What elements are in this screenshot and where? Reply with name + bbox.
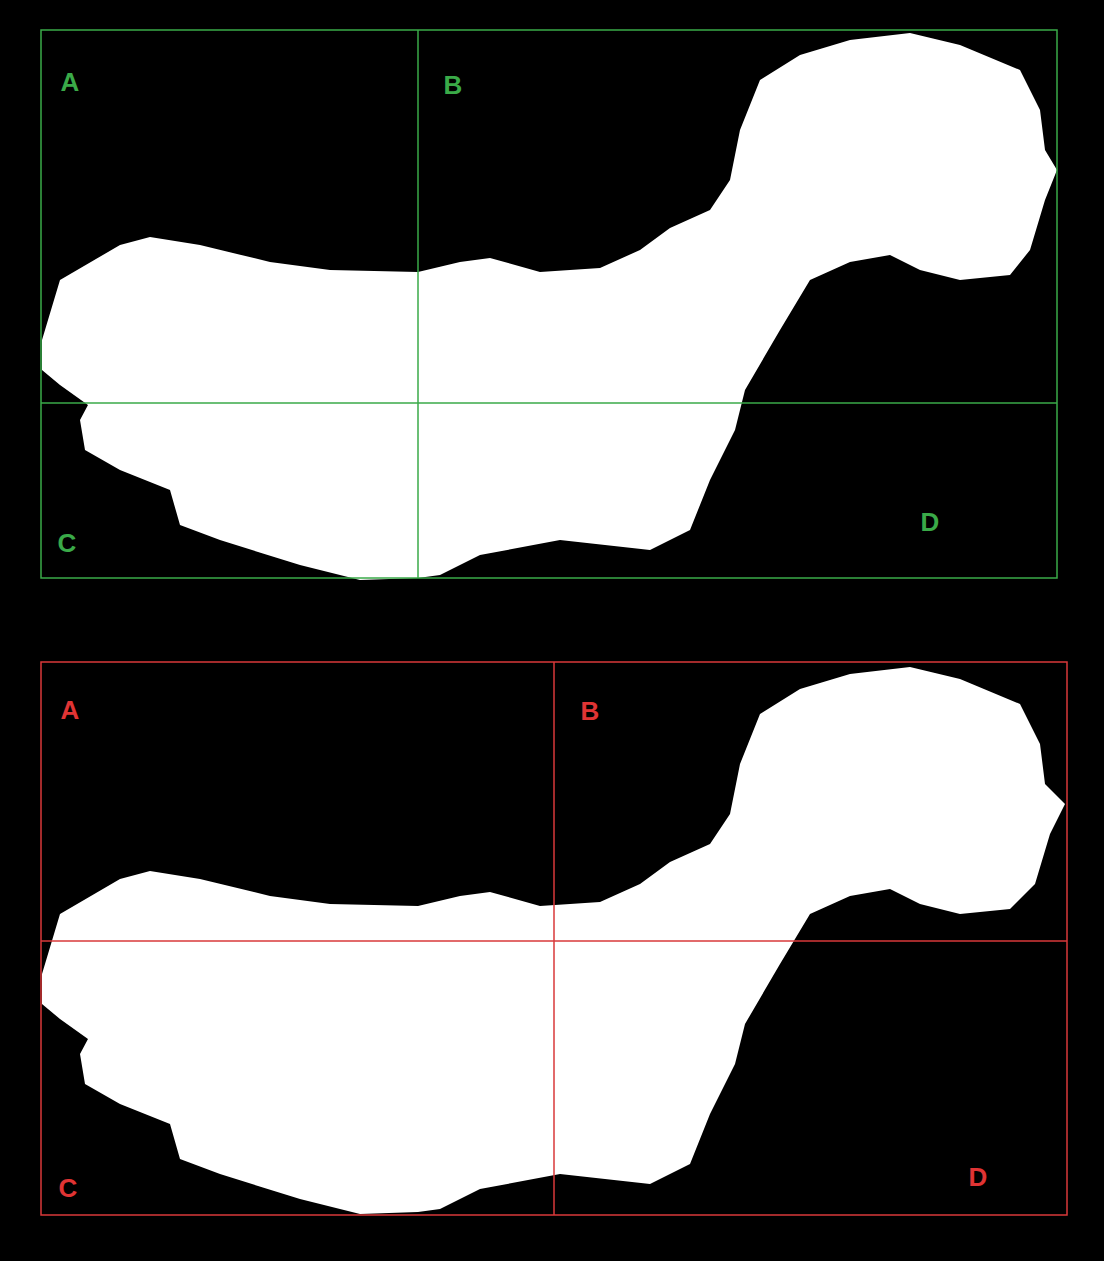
frame xyxy=(41,662,1067,1215)
divider xyxy=(41,402,1057,404)
quadrant-label: D xyxy=(921,509,940,535)
divider xyxy=(553,662,555,1215)
quadrant-label: D xyxy=(969,1164,988,1190)
frame xyxy=(41,30,1057,578)
white-shape xyxy=(42,33,1057,580)
quadrant-label: B xyxy=(581,698,600,724)
top-panel xyxy=(41,30,1057,580)
quadrant-label: A xyxy=(61,697,80,723)
divider xyxy=(417,30,419,578)
bottom-panel xyxy=(41,662,1067,1215)
quadrant-label: C xyxy=(58,530,77,556)
divider xyxy=(41,940,1067,942)
quadrant-label: C xyxy=(59,1175,78,1201)
quadrant-label: B xyxy=(444,72,463,98)
quadrant-label: A xyxy=(61,69,80,95)
